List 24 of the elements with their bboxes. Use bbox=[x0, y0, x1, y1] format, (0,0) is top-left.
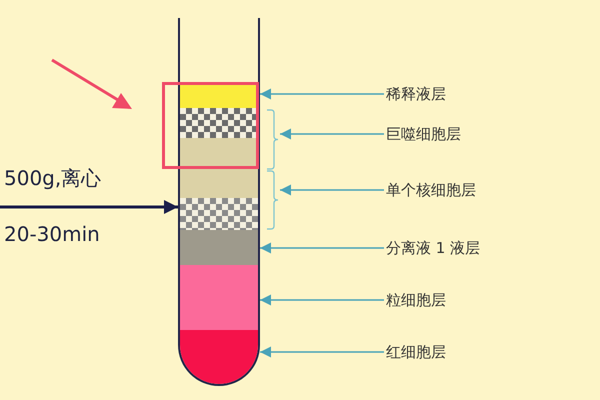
condition-text: 20-30min bbox=[4, 222, 100, 246]
beige-layer bbox=[180, 138, 258, 198]
arrow bbox=[0, 200, 178, 214]
layer-label: 稀释液层 bbox=[386, 85, 446, 103]
condition-text: 500g,离心 bbox=[4, 166, 102, 190]
bracket bbox=[266, 109, 280, 170]
arrow bbox=[260, 346, 384, 358]
test-tube bbox=[178, 18, 260, 386]
arrow bbox=[280, 184, 384, 196]
tube-layer bbox=[180, 230, 258, 265]
layer-label: 单个核细胞层 bbox=[386, 181, 476, 199]
arrow bbox=[280, 128, 384, 140]
checkered-layer bbox=[180, 198, 258, 230]
layer-label: 粒细胞层 bbox=[386, 291, 446, 309]
layer-label: 分离液 1 液层 bbox=[386, 239, 480, 257]
arrow bbox=[260, 294, 384, 306]
layer-label: 巨噬细胞层 bbox=[386, 125, 461, 143]
bracket bbox=[266, 170, 280, 230]
tube-layer bbox=[180, 265, 258, 330]
arrow bbox=[260, 242, 384, 254]
checkered-layer bbox=[180, 108, 258, 138]
layer-label: 红细胞层 bbox=[386, 343, 446, 361]
arrow bbox=[260, 88, 384, 100]
tube-layer bbox=[180, 330, 258, 384]
